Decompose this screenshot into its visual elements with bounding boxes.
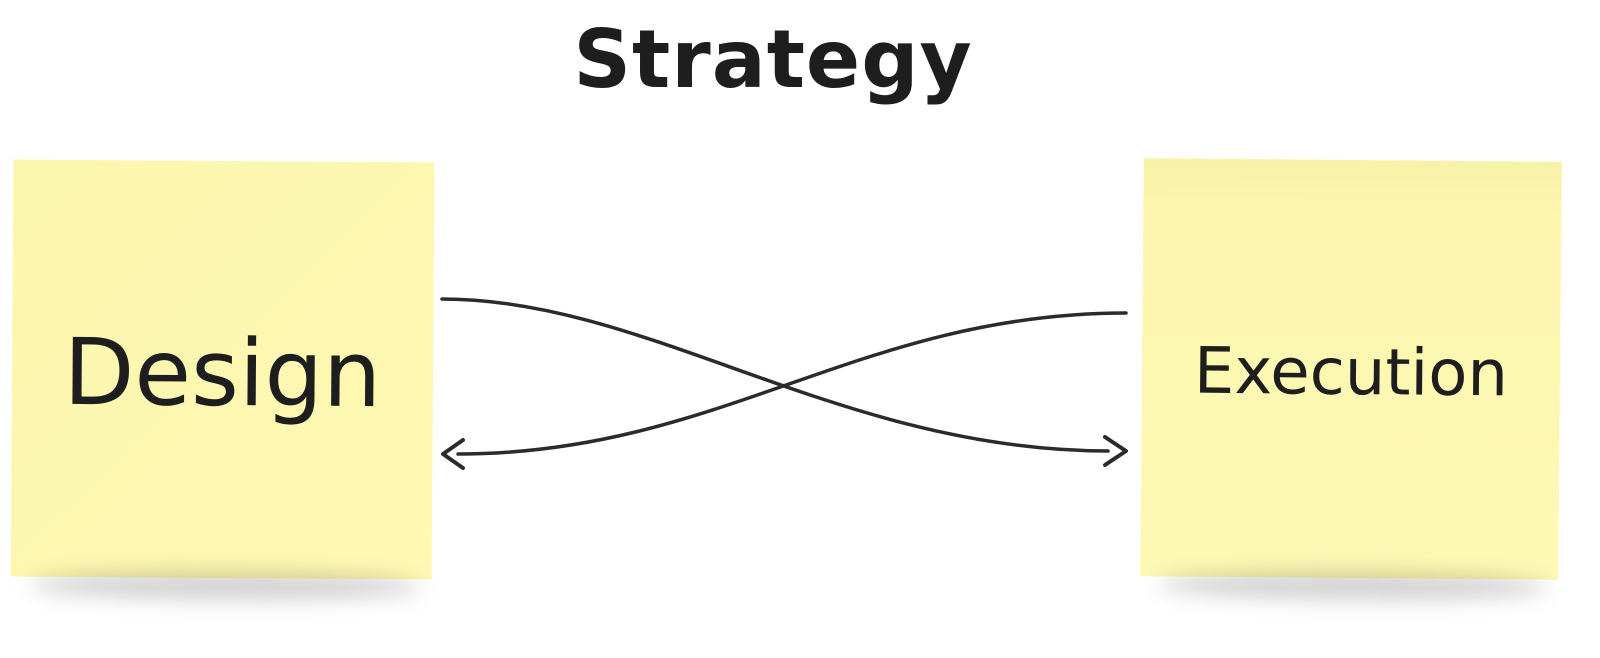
diagram-title: Strategy bbox=[573, 13, 973, 106]
arrowhead-design bbox=[441, 438, 465, 470]
connector-execution-to-design[interactable] bbox=[456, 311, 1128, 456]
arrowhead-execution bbox=[1103, 435, 1128, 467]
connector-design-to-execution[interactable] bbox=[440, 297, 1110, 453]
